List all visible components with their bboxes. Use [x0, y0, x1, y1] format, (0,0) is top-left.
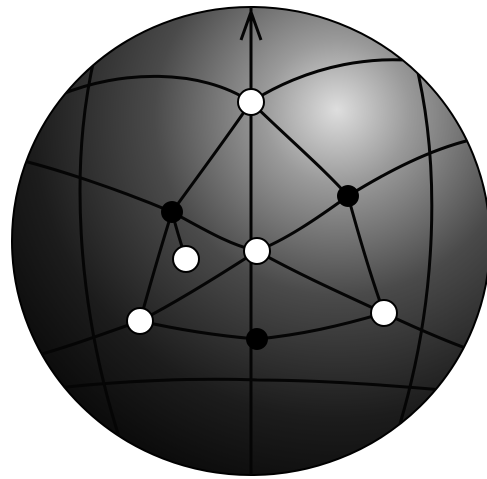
node-white-top	[238, 89, 264, 115]
node-black-left	[161, 201, 183, 223]
node-white-center	[244, 238, 270, 264]
node-white-inner-left	[173, 246, 199, 272]
node-black-bottom	[246, 328, 268, 350]
node-black-right	[337, 185, 359, 207]
node-white-lower-right	[371, 300, 397, 326]
node-white-lower-left	[127, 308, 153, 334]
